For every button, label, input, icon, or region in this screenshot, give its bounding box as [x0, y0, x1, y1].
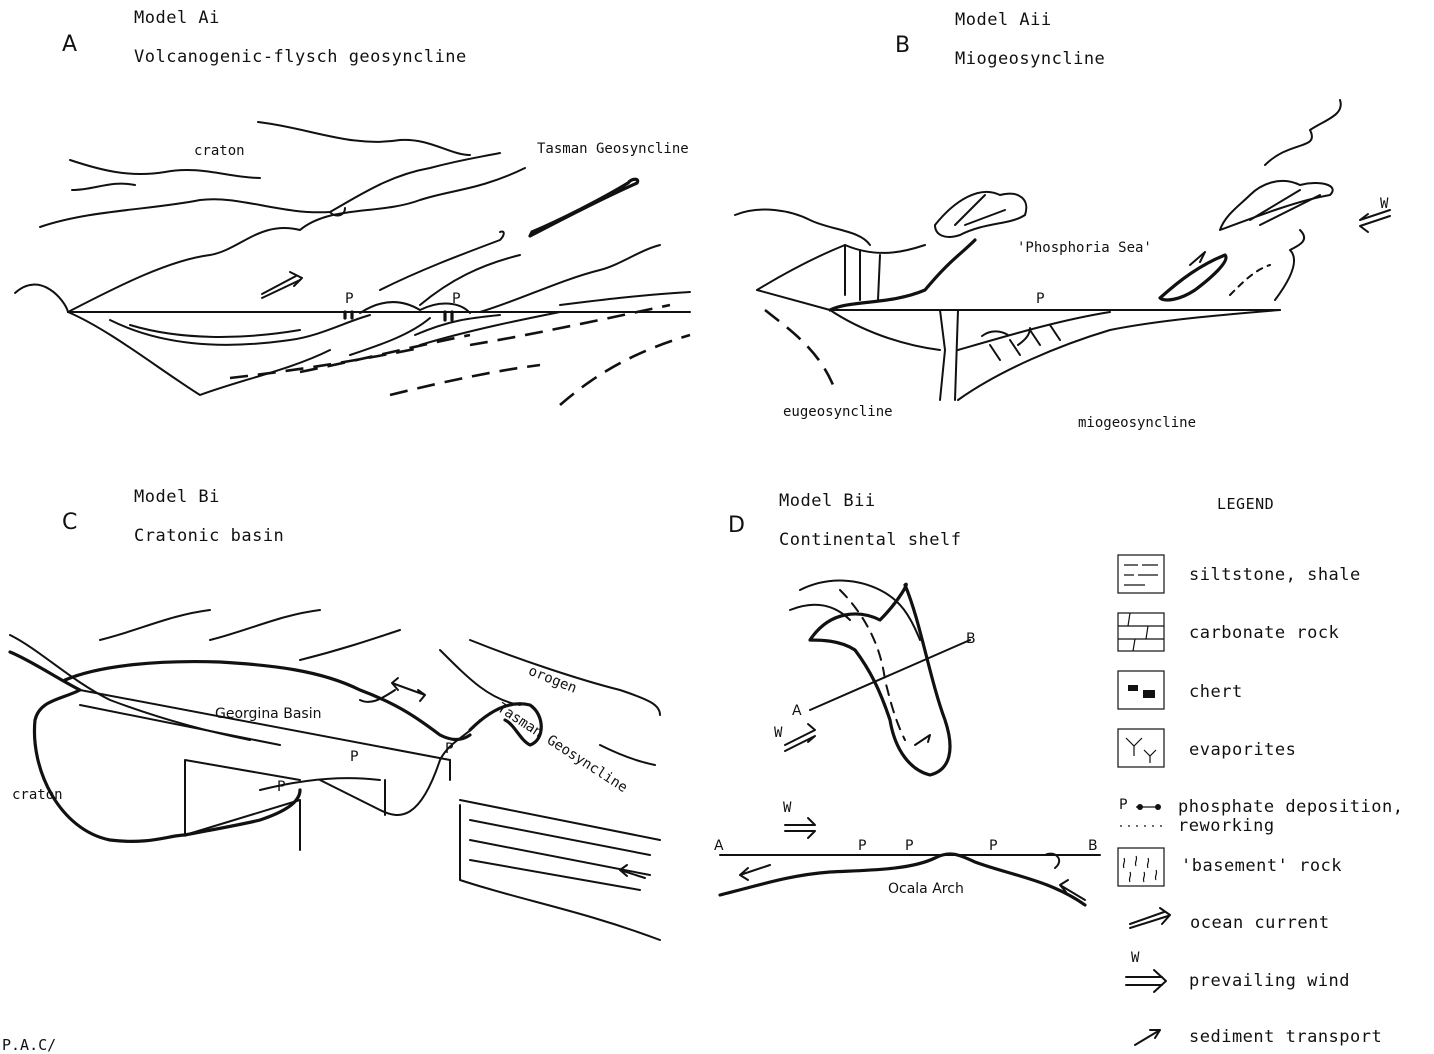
- panel-d-p2-label: P: [905, 838, 913, 854]
- panel-a-model: Model Ai: [134, 8, 220, 28]
- panel-c-letter: C: [62, 510, 77, 535]
- legend-phosphate-label-2: reworking: [1178, 816, 1275, 836]
- panel-d-p1-label: P: [858, 838, 866, 854]
- panel-d-w-mid-label: W: [783, 800, 791, 816]
- legend-evaporites-label: evaporites: [1189, 740, 1296, 760]
- panel-d-drawing: [720, 581, 1100, 905]
- panel-c-p1-label: P: [350, 749, 358, 765]
- panel-a-tasman-label: Tasman Geosyncline: [537, 141, 689, 157]
- panel-d-title: Continental shelf: [779, 530, 962, 550]
- panel-a-p2-label: P: [452, 291, 460, 307]
- panel-b-miogeo-label: miogeosyncline: [1078, 415, 1196, 431]
- panel-a-letter: A: [62, 32, 77, 57]
- panel-c-craton-label: craton: [12, 787, 63, 803]
- panel-b-letter: B: [895, 33, 910, 58]
- panel-d-letter: D: [728, 513, 745, 538]
- panel-d-w-top-label: W: [774, 725, 782, 741]
- legend-carbonate-label: carbonate rock: [1189, 623, 1339, 643]
- panel-d-model: Model Bii: [779, 491, 876, 511]
- legend-title: LEGEND: [1217, 495, 1274, 513]
- panel-c-p3-label: P: [277, 779, 285, 795]
- panel-b-sea-label: 'Phosphoria Sea': [1017, 240, 1152, 256]
- panel-d-ocala-label: Ocala Arch: [888, 881, 964, 897]
- legend-sediment-label: sediment transport: [1189, 1027, 1382, 1047]
- panel-a-drawing: [15, 122, 690, 405]
- panel-a-p1-label: P: [345, 291, 353, 307]
- panel-b-w-label: W: [1380, 196, 1388, 212]
- legend-phosphate-symbol: P: [1119, 797, 1127, 813]
- panel-d-a-top-label: A: [792, 703, 802, 719]
- panel-b-title: Miogeosyncline: [955, 49, 1105, 69]
- corner-note: P.A.C/: [2, 1036, 56, 1054]
- panel-a-craton-label: craton: [194, 143, 245, 159]
- panel-b-model: Model Aii: [955, 10, 1052, 30]
- panel-d-b-section-label: B: [1088, 838, 1098, 854]
- panel-d-a-section-label: A: [714, 838, 724, 854]
- panel-a-title: Volcanogenic-flysch geosyncline: [134, 47, 467, 67]
- panel-c-georgina-label: Georgina Basin: [215, 706, 321, 722]
- legend-basement-label: 'basement' rock: [1181, 856, 1342, 876]
- legend-siltstone-label: siltstone, shale: [1189, 565, 1361, 585]
- legend-wind-label: prevailing wind: [1189, 971, 1350, 991]
- legend-wind-symbol: W: [1131, 950, 1139, 966]
- legend-phosphate-label: phosphate deposition,: [1178, 797, 1403, 817]
- panel-c-p2-label: P: [445, 741, 453, 757]
- legend-chert-label: chert: [1189, 682, 1243, 702]
- panel-c-drawing: [10, 610, 660, 940]
- panel-c-model: Model Bi: [134, 487, 220, 507]
- panel-d-p3-label: P: [989, 838, 997, 854]
- legend-current-label: ocean current: [1190, 913, 1330, 933]
- panel-c-title: Cratonic basin: [134, 526, 284, 546]
- panel-b-eugeo-label: eugeosyncline: [783, 404, 893, 420]
- panel-b-p-label: P: [1036, 291, 1044, 307]
- panel-d-b-top-label: B: [966, 631, 976, 647]
